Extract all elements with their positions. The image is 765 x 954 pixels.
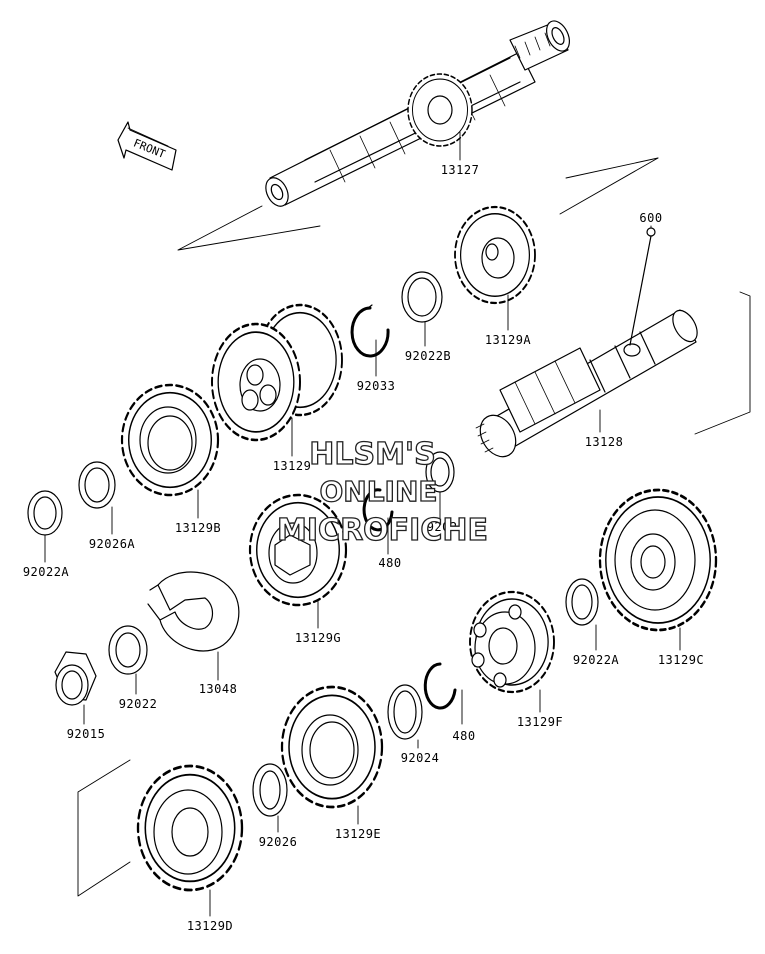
washer-92022A-left — [27, 490, 63, 536]
label-600: 600 — [639, 211, 662, 225]
label-13048: 13048 — [199, 682, 238, 696]
label-13129G: 13129G — [295, 631, 341, 645]
gear-13129G — [250, 495, 346, 605]
gear-13129D — [138, 766, 242, 890]
watermark-line-3: MICROFICHE — [276, 513, 488, 548]
shaft-13128-bracket — [559, 157, 751, 435]
leader-lines — [44, 131, 681, 917]
label-480-top: 480 — [378, 556, 401, 570]
washer-92024-bottom — [387, 684, 423, 740]
label-13129D: 13129D — [187, 919, 233, 933]
gear-13129A — [455, 207, 535, 303]
label-92026A: 92026A — [89, 537, 136, 551]
label-13129B: 13129B — [175, 521, 221, 535]
label-92015: 92015 — [67, 727, 106, 741]
label-13129C: 13129C — [658, 653, 704, 667]
watermark-line-2: ONLINE — [319, 475, 438, 508]
label-13128: 13128 — [585, 435, 624, 449]
washer-92022 — [108, 625, 148, 675]
part-labels: 13127 600 13129A 92022B 92033 13129 1312… — [23, 163, 704, 933]
shaft-13128-lower-bracket — [77, 759, 131, 897]
gear-13129B — [122, 385, 218, 495]
part-13048 — [147, 571, 240, 652]
front-arrow-icon — [117, 121, 177, 171]
label-13129: 13129 — [273, 459, 312, 473]
gear-13129E — [282, 687, 382, 807]
label-92022: 92022 — [119, 697, 158, 711]
dowel-600-leader — [629, 227, 656, 346]
label-480-bottom: 480 — [452, 729, 475, 743]
label-13127: 13127 — [441, 163, 480, 177]
washer-92024-top — [425, 451, 455, 493]
circlip-92033 — [350, 304, 390, 358]
shaft-13127-bracket — [177, 157, 659, 251]
label-13129E: 13129E — [335, 827, 381, 841]
washer-92026A — [78, 461, 116, 509]
nut-92015 — [54, 651, 97, 706]
gear-13129F — [470, 592, 554, 692]
label-92024-top: 92024 — [427, 520, 466, 534]
label-92022A-right: 92022A — [573, 653, 620, 667]
label-92026: 92026 — [259, 835, 298, 849]
watermark-line-1: HLSM'S — [309, 437, 437, 472]
circlip-480-bottom — [423, 662, 457, 710]
label-92022A-left: 92022A — [23, 565, 70, 579]
washer-92022A-right — [565, 578, 599, 626]
label-92033: 92033 — [357, 379, 396, 393]
shaft-13128 — [475, 309, 698, 458]
washer-92026 — [252, 763, 288, 817]
shaft-13127 — [265, 20, 571, 207]
gear-13129 — [212, 305, 342, 440]
label-92024-bottom: 92024 — [401, 751, 440, 765]
label-13129A: 13129A — [485, 333, 532, 347]
washer-92022B — [401, 271, 443, 323]
label-92022B: 92022B — [405, 349, 451, 363]
gear-13129C — [600, 490, 716, 630]
label-13129F: 13129F — [517, 715, 563, 729]
